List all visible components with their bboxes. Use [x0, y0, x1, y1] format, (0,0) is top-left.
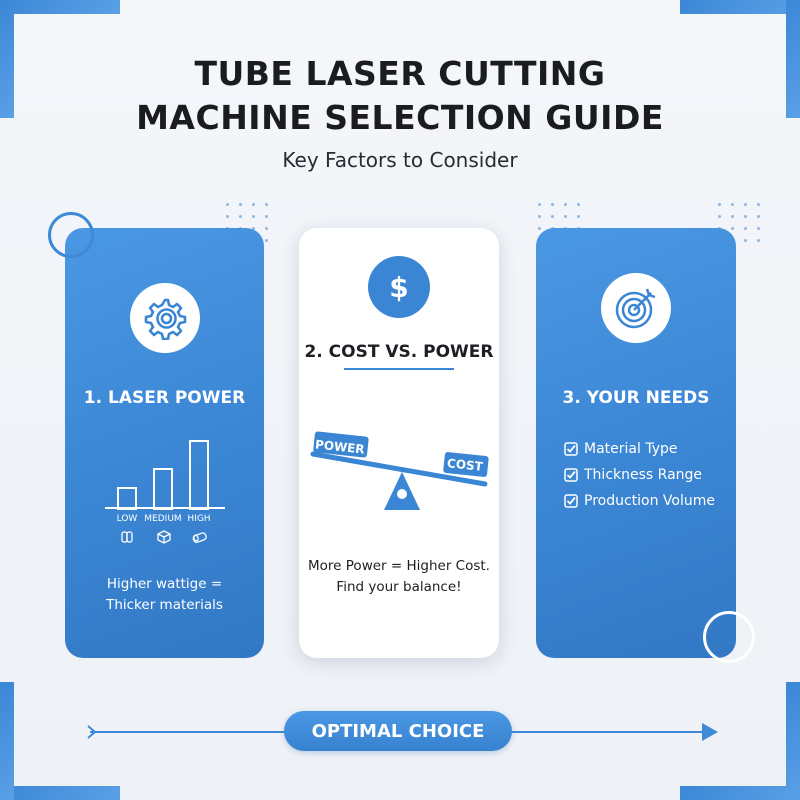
- card-your-needs: 3. YOUR NEEDS Material Type Thickness Ra…: [536, 228, 736, 658]
- optimal-choice-badge: OPTIMAL CHOICE: [284, 711, 512, 751]
- laser-power-description: Higher wattige = Thicker materials: [65, 574, 264, 616]
- corner-accent-top-left: [0, 0, 120, 14]
- bar-low: [117, 487, 137, 510]
- laser-power-line2: Thicker materials: [106, 597, 223, 613]
- arrow-right-icon: [702, 723, 718, 741]
- laser-power-line1: Higher wattige =: [106, 576, 223, 592]
- chevron-right-icon: [87, 725, 97, 739]
- cost-power-description: More Power = Higher Cost. Find your bala…: [299, 556, 499, 598]
- gear-icon: [129, 283, 200, 353]
- corner-accent-bottom-right-vertical: [786, 682, 800, 800]
- checkbox-checked-icon: [564, 441, 578, 456]
- needs-checklist: Material Type Thickness Range Production…: [564, 440, 715, 518]
- bar-label-low: LOW: [116, 514, 138, 524]
- needs-item-label: Material Type: [584, 440, 678, 457]
- card-title-cost-vs-power: 2. COST VS. POWER: [304, 342, 494, 362]
- cost-power-line2: Find your balance!: [336, 579, 462, 595]
- card-divider: [344, 368, 454, 370]
- bar-label-high: HIGH: [187, 514, 211, 524]
- corner-accent-bottom-left-vertical: [0, 682, 14, 800]
- checkbox-checked-icon: [564, 493, 578, 508]
- decorative-ring-right: [703, 611, 755, 663]
- corner-accent-bottom-right: [680, 786, 800, 800]
- dollar-icon: $: [368, 256, 430, 318]
- bar-label-medium: MEDIUM: [144, 514, 182, 524]
- target-icon: [601, 273, 671, 343]
- bars-baseline: [105, 507, 225, 509]
- corner-accent-top-left-vertical: [0, 0, 14, 118]
- needs-item-label: Thickness Range: [584, 466, 703, 483]
- thick-tube-icon: [192, 532, 207, 543]
- corner-accent-top-right-vertical: [786, 0, 800, 118]
- card-title-your-needs: 3. YOUR NEEDS: [562, 388, 710, 408]
- page-title-line1: TUBE LASER CUTTING: [194, 54, 606, 93]
- bar-high: [189, 440, 209, 510]
- needs-item-label: Production Volume: [584, 492, 716, 509]
- needs-item: Production Volume: [564, 492, 715, 509]
- decorative-ring-left: [48, 212, 94, 258]
- page-subtitle: Key Factors to Consider: [282, 148, 518, 172]
- balance-scale-icon: [310, 431, 489, 510]
- bar-medium: [153, 468, 173, 510]
- page-title-line2: MACHINE SELECTION GUIDE: [136, 98, 664, 137]
- needs-item: Material Type: [564, 440, 715, 457]
- corner-accent-top-right: [680, 0, 800, 14]
- power-level-bars: [115, 438, 215, 510]
- card-cost-vs-power: $ 2. COST VS. POWER POWER COST More Powe…: [299, 228, 499, 658]
- needs-item: Thickness Range: [564, 466, 715, 483]
- cube-icon: [157, 530, 171, 544]
- thin-tube-icon: [121, 531, 133, 543]
- svg-text:$: $: [389, 271, 408, 304]
- card-title-laser-power: 1. LASER POWER: [83, 388, 246, 408]
- cost-power-line1: More Power = Higher Cost.: [308, 558, 490, 574]
- corner-accent-bottom-left: [0, 786, 120, 800]
- page-title: TUBE LASER CUTTING MACHINE SELECTION GUI…: [0, 52, 800, 140]
- card-laser-power: 1. LASER POWER LOW MEDIUM HIGH Higher wa…: [65, 228, 264, 658]
- checkbox-checked-icon: [564, 467, 578, 482]
